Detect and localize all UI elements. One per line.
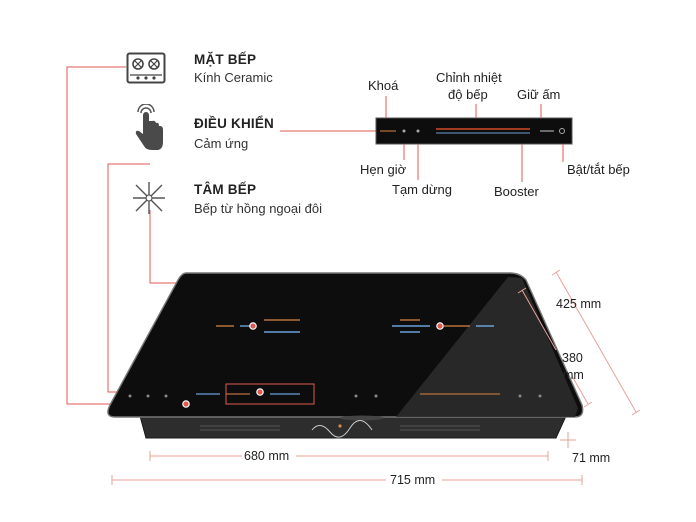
- dimension-width-inner: 680 mm: [244, 449, 290, 463]
- label-booster: Booster: [494, 184, 539, 199]
- label-timer: Hẹn giờ: [360, 162, 407, 177]
- panel-callout-lines: [385, 96, 564, 182]
- dimension-width-outer: 715 mm: [390, 473, 436, 487]
- dimension-depth-inner-value: 380: [562, 351, 583, 365]
- touch-hand-icon: [132, 104, 166, 154]
- label-power: Bật/tắt bếp: [567, 162, 630, 177]
- feature-title-control: ĐIỀU KHIỂN: [194, 116, 275, 131]
- label-temperature-line2: độ bếp: [448, 87, 488, 102]
- gas-stove-icon: [126, 52, 166, 84]
- feature-subtitle-burner: Bếp từ hồng ngoại đôi: [194, 201, 322, 216]
- dimension-lines: [111, 269, 641, 485]
- dimension-depth-outer: 425 mm: [556, 297, 602, 311]
- label-pause: Tạm dừng: [392, 182, 453, 197]
- label-temperature-line1: Chỉnh nhiệt: [436, 70, 502, 85]
- feature-subtitle-surface: Kính Ceramic: [194, 70, 273, 85]
- feature-subtitle-control: Cảm ứng: [194, 136, 249, 151]
- burner-spark-icon: [131, 180, 167, 216]
- cooktop: [107, 272, 584, 439]
- dimension-depth-inner-unit: mm: [563, 368, 584, 382]
- feature-title-surface: MẶT BẾP: [194, 52, 257, 67]
- feature-title-burner: TÂM BẾP: [194, 182, 257, 197]
- label-keep-warm: Giữ ấm: [517, 87, 561, 102]
- label-lock: Khoá: [368, 78, 399, 93]
- leader-dots: [182, 322, 444, 408]
- dimension-height: 71 mm: [572, 451, 611, 465]
- control-panel-detail: [375, 117, 573, 145]
